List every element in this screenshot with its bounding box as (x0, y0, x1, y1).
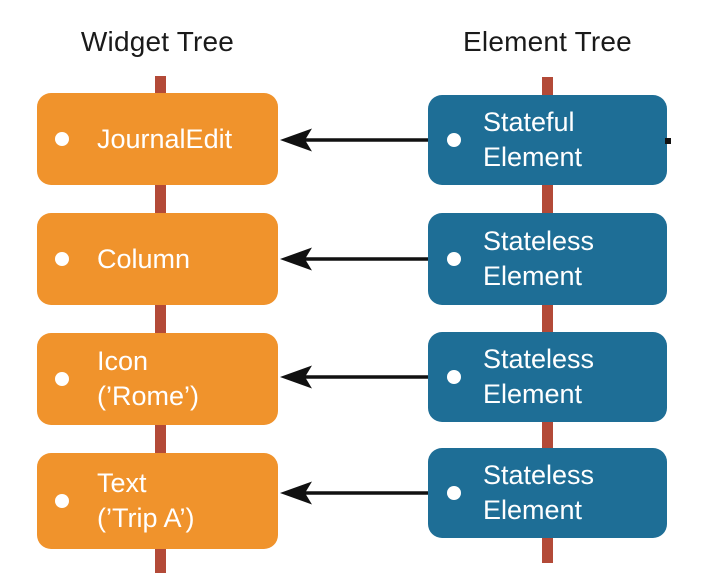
bullet-icon (447, 370, 461, 384)
node-label-line: Stateless (483, 460, 595, 490)
node-label-line: Text (97, 468, 147, 498)
bullet-icon (447, 486, 461, 500)
widget-node-journaledit: JournalEdit (37, 93, 278, 185)
element-node-stateful: Stateful Element (428, 95, 667, 185)
bullet-icon (55, 252, 69, 266)
bullet-icon (447, 252, 461, 266)
node-label-line: Column (97, 243, 191, 274)
bullet-icon (55, 132, 69, 146)
node-label-line: Icon (97, 346, 149, 376)
node-label-line: (’Trip A’) (97, 503, 195, 533)
mapping-arrow-icon (280, 481, 428, 505)
widget-node-text-trip-a: Text (’Trip A’) (37, 453, 278, 549)
widget-tree-title: Widget Tree (80, 26, 235, 57)
node-label-line: Stateful (483, 107, 575, 137)
node-label-line: Element (483, 495, 583, 525)
widget-tree-trunk-line (155, 76, 166, 573)
bullet-icon (55, 494, 69, 508)
widget-node-column: Column (37, 213, 278, 305)
mapping-arrow-icon (280, 128, 428, 152)
node-label-line: JournalEdit (97, 123, 233, 154)
widget-node-icon-rome: Icon (’Rome’) (37, 333, 278, 425)
mapping-arrow-icon (280, 247, 428, 271)
element-node-stateless-3: Stateless Element (428, 448, 667, 538)
node-label-line: Stateless (483, 226, 595, 256)
bullet-icon (447, 133, 461, 147)
node-label-line: Element (483, 142, 583, 172)
node-label-line: (’Rome’) (97, 381, 200, 411)
element-tree-title: Element Tree (463, 26, 632, 57)
bullet-icon (55, 372, 69, 386)
node-label-line: Element (483, 379, 583, 409)
element-tree-trunk-line (542, 77, 553, 563)
element-node-stateless-2: Stateless Element (428, 332, 667, 422)
mapping-arrow-icon (280, 365, 428, 389)
node-label-line: Element (483, 261, 583, 291)
node-label-line: Stateless (483, 344, 595, 374)
element-node-stateless-1: Stateless Element (428, 213, 667, 305)
